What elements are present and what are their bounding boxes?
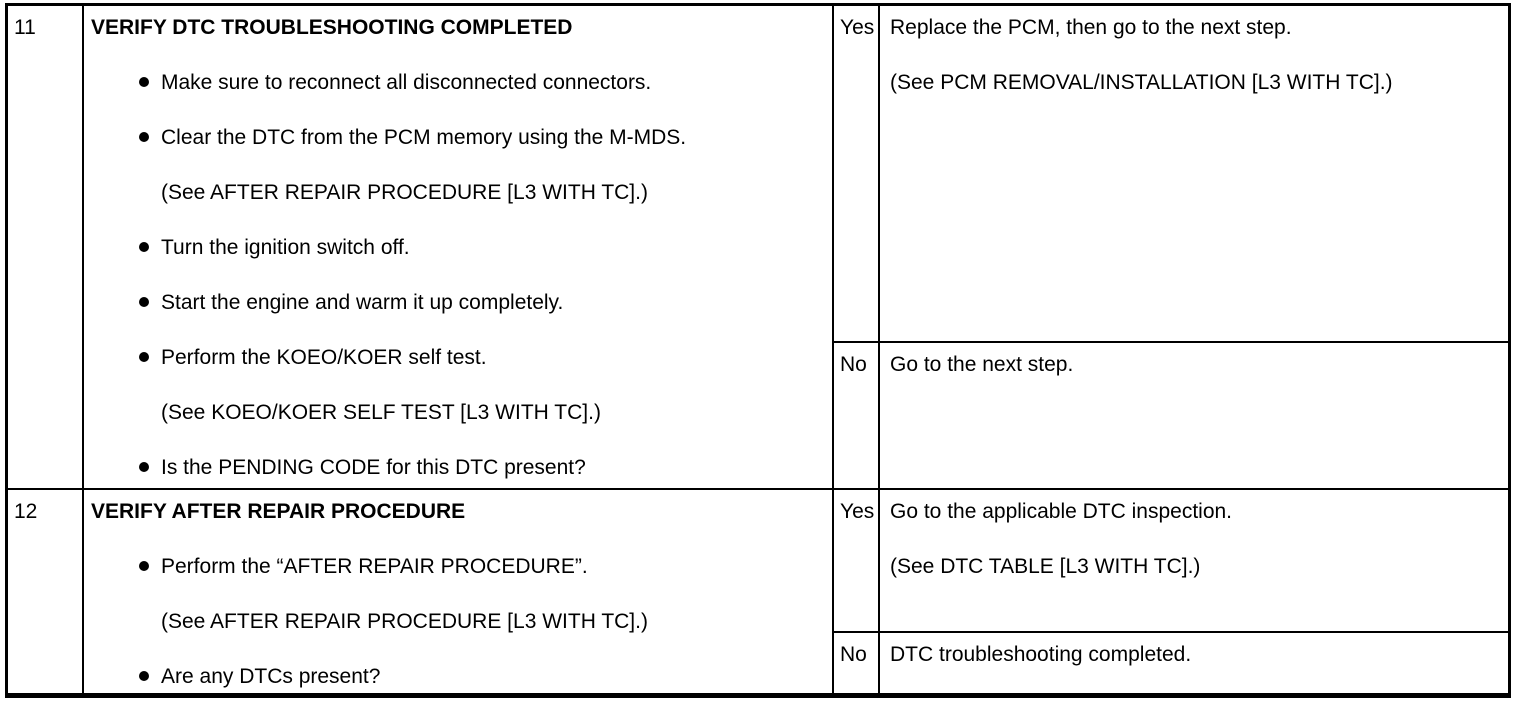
- checklist-item-text: Perform the KOEO/KOER self test.: [161, 346, 487, 369]
- checklist-item: Turn the ignition switch off.: [91, 220, 832, 275]
- checklist-item-text: Perform the “AFTER REPAIR PROCEDURE”.: [161, 555, 588, 578]
- step-number-cell: 12: [8, 490, 84, 693]
- bullet-icon: [139, 131, 149, 142]
- no-action-cell: DTC troubleshooting completed.: [880, 633, 1508, 693]
- checklist-item: Are any DTCs present?: [91, 649, 832, 693]
- action-text: Replace the PCM, then go to the next ste…: [890, 16, 1292, 39]
- checklist-item: Make sure to reconnect all disconnected …: [91, 55, 832, 110]
- inspection-cell: VERIFY AFTER REPAIR PROCEDURE Perform th…: [84, 490, 834, 693]
- checklist-item-text: Clear the DTC from the PCM memory using …: [161, 126, 687, 149]
- bullet-icon: [139, 241, 149, 252]
- checklist-item-text: Are any DTCs present?: [161, 665, 381, 688]
- bullet-icon: [139, 560, 149, 571]
- yes-result-row: Yes Go to the applicable DTC inspection.…: [834, 490, 1508, 633]
- checklist-item-text: Start the engine and warm it up complete…: [161, 291, 564, 314]
- step-number: 12: [14, 500, 38, 523]
- no-flag-cell: No: [834, 343, 880, 488]
- bullet-icon: [139, 461, 149, 472]
- yes-flag-cell: Yes: [834, 490, 880, 631]
- bullet-icon: [139, 296, 149, 307]
- action-text: DTC troubleshooting completed.: [890, 643, 1192, 666]
- yes-flag: Yes: [840, 16, 875, 39]
- no-action-cell: Go to the next step.: [880, 343, 1508, 488]
- checklist-item-text: Is the PENDING CODE for this DTC present…: [161, 456, 586, 479]
- step-number: 11: [14, 16, 36, 39]
- checklist-item-text: Turn the ignition switch off.: [161, 236, 410, 259]
- yes-result-row: Yes Replace the PCM, then go to the next…: [834, 6, 1508, 343]
- see-reference-note: (See AFTER REPAIR PROCEDURE [L3 WITH TC]…: [161, 181, 648, 204]
- bullet-icon: [139, 351, 149, 362]
- bullet-icon: [139, 76, 149, 87]
- yes-flag: Yes: [840, 500, 875, 523]
- results-cell: Yes Replace the PCM, then go to the next…: [834, 6, 1508, 488]
- no-flag: No: [840, 643, 867, 666]
- checklist-item: Is the PENDING CODE for this DTC present…: [91, 440, 832, 488]
- no-flag: No: [840, 353, 867, 376]
- see-reference-note: (See PCM REMOVAL/INSTALLATION [L3 WITH T…: [890, 71, 1393, 94]
- action-text: Go to the next step.: [890, 353, 1074, 376]
- inspection-title: VERIFY AFTER REPAIR PROCEDURE: [91, 500, 466, 523]
- see-reference-note: (See KOEO/KOER SELF TEST [L3 WITH TC].): [161, 401, 601, 424]
- checklist-item: Clear the DTC from the PCM memory using …: [91, 110, 832, 165]
- checklist-item: Start the engine and warm it up complete…: [91, 275, 832, 330]
- no-result-row: No Go to the next step.: [834, 343, 1508, 488]
- checklist-item-text: Make sure to reconnect all disconnected …: [161, 71, 652, 94]
- checklist-item: Perform the KOEO/KOER self test.: [91, 330, 832, 385]
- bullet-icon: [139, 670, 149, 681]
- see-reference-note: (See AFTER REPAIR PROCEDURE [L3 WITH TC]…: [161, 610, 648, 633]
- see-reference-note: (See DTC TABLE [L3 WITH TC].): [890, 555, 1201, 578]
- yes-flag-cell: Yes: [834, 6, 880, 341]
- inspection-cell: VERIFY DTC TROUBLESHOOTING COMPLETED Mak…: [84, 6, 834, 488]
- yes-action-cell: Replace the PCM, then go to the next ste…: [880, 6, 1508, 341]
- no-result-row: No DTC troubleshooting completed.: [834, 633, 1508, 693]
- checklist-item: Perform the “AFTER REPAIR PROCEDURE”.: [91, 539, 832, 594]
- yes-action-cell: Go to the applicable DTC inspection. (Se…: [880, 490, 1508, 631]
- table-row-step-12: 12 VERIFY AFTER REPAIR PROCEDURE Perform…: [8, 490, 1508, 693]
- step-number-cell: 11: [8, 6, 84, 488]
- no-flag-cell: No: [834, 633, 880, 693]
- inspection-title: VERIFY DTC TROUBLESHOOTING COMPLETED: [91, 16, 573, 39]
- action-text: Go to the applicable DTC inspection.: [890, 500, 1233, 523]
- troubleshooting-table: 11 VERIFY DTC TROUBLESHOOTING COMPLETED …: [5, 3, 1511, 698]
- results-cell: Yes Go to the applicable DTC inspection.…: [834, 490, 1508, 693]
- table-row-step-11: 11 VERIFY DTC TROUBLESHOOTING COMPLETED …: [8, 6, 1508, 490]
